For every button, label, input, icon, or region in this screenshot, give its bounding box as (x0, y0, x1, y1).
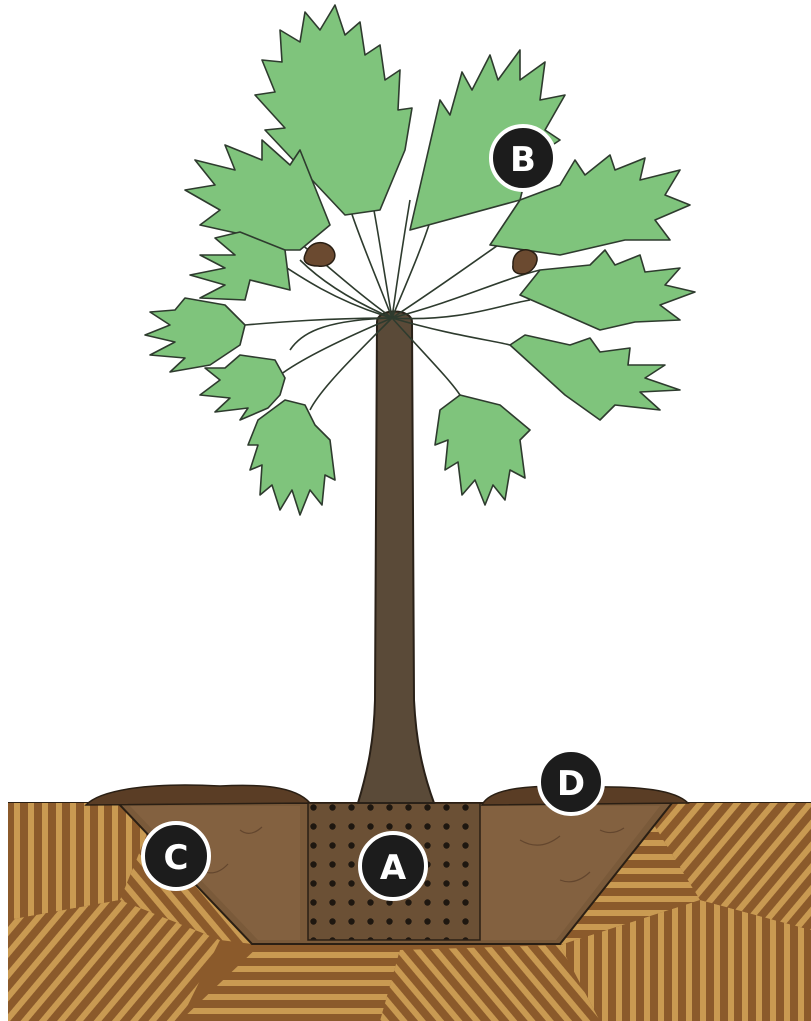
marker-b-label: B (510, 140, 536, 180)
marker-a: A (360, 833, 426, 899)
palm-fronds (145, 5, 695, 515)
marker-a-label: A (380, 848, 407, 888)
marker-d-label: D (557, 764, 585, 804)
palm-trunk (358, 312, 434, 804)
marker-b: B (491, 126, 555, 190)
marker-d: D (539, 750, 603, 814)
marker-c-label: C (164, 838, 189, 878)
marker-c: C (143, 823, 209, 889)
